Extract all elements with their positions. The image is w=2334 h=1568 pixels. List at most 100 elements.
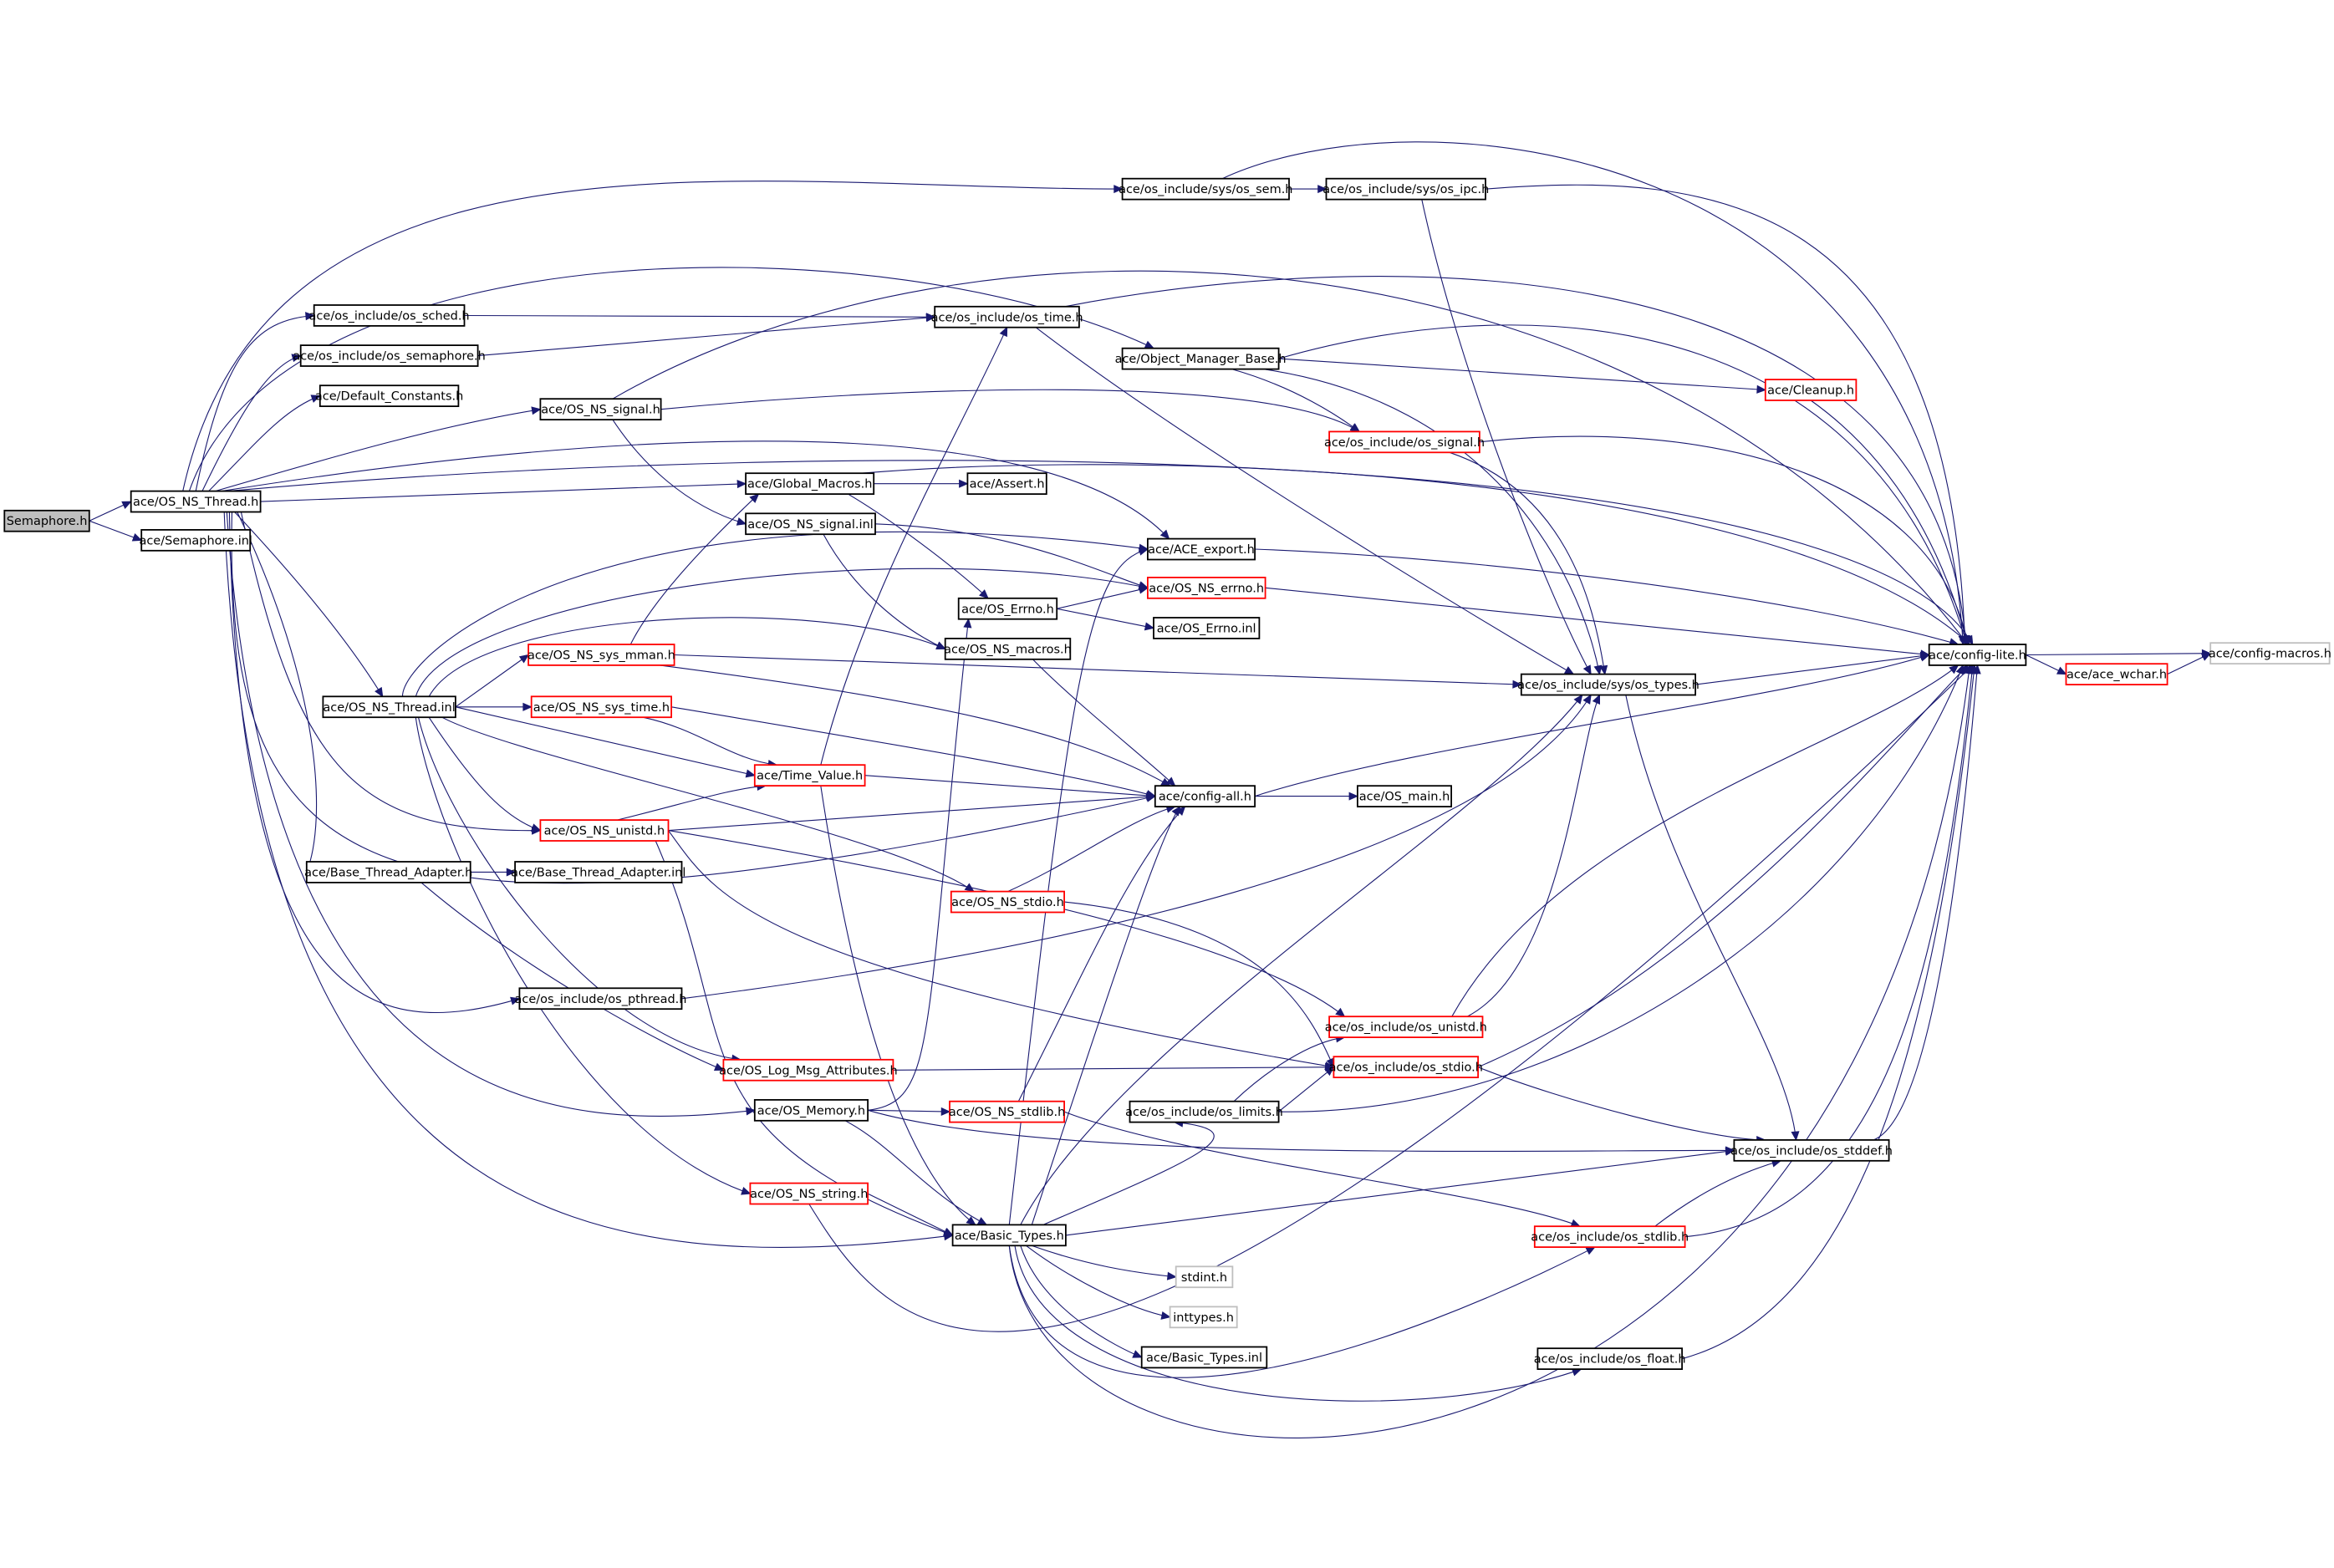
node-box[interactable] <box>514 861 683 883</box>
node-ace-wchar[interactable]: ace/ace_wchar.h <box>2065 663 2168 686</box>
node-os-unistd[interactable]: ace/os_include/os_unistd.h <box>1325 1016 1487 1038</box>
node-box[interactable] <box>1328 1016 1484 1038</box>
node-box[interactable] <box>1733 1139 1890 1162</box>
node-os-pthread[interactable]: ace/os_include/os_pthread.h <box>515 987 687 1011</box>
node-sys-os-ipc[interactable]: ace/os_include/sys/os_ipc.h <box>1322 177 1489 201</box>
node-box[interactable] <box>1175 1265 1234 1289</box>
node-global-macros[interactable]: ace/Global_Macros.h <box>745 472 875 496</box>
node-os-ns-macros[interactable]: ace/OS_NS_macros.h <box>944 638 1072 660</box>
node-box[interactable] <box>1520 673 1697 696</box>
node-os-errno-h[interactable]: ace/OS_Errno.h <box>957 597 1058 620</box>
node-cleanup[interactable]: ace/Cleanup.h <box>1764 379 1858 401</box>
node-os-sched[interactable]: ace/os_include/os_sched.h <box>309 304 470 327</box>
node-base-thread-adapter-h[interactable]: ace/Base_Thread_Adapter.h <box>304 861 472 883</box>
node-box[interactable] <box>753 764 866 787</box>
node-box[interactable] <box>957 597 1058 620</box>
node-sys-os-sem[interactable]: ace/os_include/sys/os_sem.h <box>1119 177 1293 201</box>
node-os-semaphore[interactable]: ace/os_include/os_semaphore.h <box>293 344 486 367</box>
node-box[interactable] <box>322 695 456 719</box>
node-sys-os-types[interactable]: ace/os_include/sys/os_types.h <box>1517 673 1700 696</box>
node-basic-types-h[interactable]: ace/Basic_Types.h <box>951 1224 1067 1247</box>
node-os-ns-thread-h[interactable]: ace/OS_NS_Thread.h <box>130 490 262 513</box>
node-box[interactable] <box>745 512 876 536</box>
node-os-signal[interactable]: ace/os_include/os_signal.h <box>1324 430 1485 454</box>
node-os-time[interactable]: ace/os_include/os_time.h <box>931 305 1083 328</box>
node-os-ns-errno[interactable]: ace/OS_NS_errno.h <box>1147 577 1266 599</box>
node-box[interactable] <box>1147 537 1256 561</box>
node-box[interactable] <box>934 305 1080 328</box>
node-box[interactable] <box>753 1099 869 1122</box>
node-box[interactable] <box>1153 617 1261 639</box>
node-box[interactable] <box>2065 663 2168 686</box>
node-box[interactable] <box>1928 644 2027 666</box>
node-box[interactable] <box>949 1100 1066 1123</box>
node-box[interactable] <box>539 819 670 842</box>
node-box[interactable] <box>950 890 1066 914</box>
node-box[interactable] <box>1147 577 1266 599</box>
node-box[interactable] <box>539 398 662 421</box>
node-stdint[interactable]: stdint.h <box>1175 1265 1234 1289</box>
node-box[interactable] <box>299 344 479 367</box>
node-box[interactable] <box>1333 1056 1480 1078</box>
node-box[interactable] <box>944 638 1072 660</box>
node-box[interactable] <box>1140 1346 1268 1369</box>
node-box[interactable] <box>1536 1347 1684 1370</box>
node-box[interactable] <box>1121 347 1280 370</box>
node-box[interactable] <box>1328 430 1480 454</box>
node-box[interactable] <box>140 529 252 552</box>
node-os-limits[interactable]: ace/os_include/os_limits.h <box>1125 1100 1283 1123</box>
node-os-stdlib[interactable]: ace/os_include/os_stdlib.h <box>1531 1225 1689 1248</box>
node-os-ns-string[interactable]: ace/OS_NS_string.h <box>749 1182 869 1205</box>
node-box[interactable] <box>2209 642 2331 665</box>
node-box[interactable] <box>518 987 683 1011</box>
node-box[interactable] <box>951 1224 1067 1247</box>
node-os-stdio[interactable]: ace/os_include/os_stdio.h <box>1329 1056 1483 1078</box>
node-os-ns-sys-time[interactable]: ace/OS_NS_sys_time.h <box>530 695 673 719</box>
node-box[interactable] <box>1154 785 1256 808</box>
node-default-constants[interactable]: ace/Default_Constants.h <box>315 384 463 408</box>
node-config-all[interactable]: ace/config-all.h <box>1154 785 1256 808</box>
node-semaphore-h[interactable]: Semaphore.h <box>3 509 90 532</box>
node-os-ns-sys-mman[interactable]: ace/OS_NS_sys_mman.h <box>527 644 675 666</box>
node-box[interactable] <box>1533 1225 1686 1248</box>
node-box[interactable] <box>722 1058 894 1082</box>
node-box[interactable] <box>130 490 262 513</box>
node-os-ns-signal-inl[interactable]: ace/OS_NS_signal.inl <box>745 512 876 536</box>
node-ace-export[interactable]: ace/ACE_export.h <box>1147 537 1256 561</box>
node-box[interactable] <box>319 384 460 408</box>
node-box[interactable] <box>1325 177 1486 201</box>
node-os-ns-signal-h[interactable]: ace/OS_NS_signal.h <box>539 398 662 421</box>
node-config-lite[interactable]: ace/config-lite.h <box>1928 644 2027 666</box>
node-box[interactable] <box>745 472 875 496</box>
node-os-ns-thread-inl[interactable]: ace/OS_NS_Thread.inl <box>322 695 456 719</box>
node-box[interactable] <box>966 472 1047 496</box>
node-os-float[interactable]: ace/os_include/os_float.h <box>1534 1347 1686 1370</box>
node-inttypes[interactable]: inttypes.h <box>1169 1306 1238 1329</box>
node-box[interactable] <box>527 644 675 666</box>
node-os-log-msg-attr[interactable]: ace/OS_Log_Msg_Attributes.h <box>719 1058 898 1082</box>
node-os-main[interactable]: ace/OS_main.h <box>1357 785 1453 808</box>
node-box[interactable] <box>305 861 471 883</box>
node-config-macros[interactable]: ace/config-macros.h <box>2209 642 2331 665</box>
node-box[interactable] <box>749 1182 869 1205</box>
node-os-memory[interactable]: ace/OS_Memory.h <box>753 1099 869 1122</box>
node-time-value[interactable]: ace/Time_Value.h <box>753 764 866 787</box>
node-os-errno-inl[interactable]: ace/OS_Errno.inl <box>1153 617 1261 639</box>
node-semaphore-inl[interactable]: ace/Semaphore.inl <box>139 529 252 552</box>
node-os-ns-stdio[interactable]: ace/OS_NS_stdio.h <box>950 890 1066 914</box>
node-box[interactable] <box>1357 785 1453 808</box>
node-box[interactable] <box>1129 1100 1280 1123</box>
node-object-manager-base[interactable]: ace/Object_Manager_Base.h <box>1115 347 1287 370</box>
node-os-ns-stdlib[interactable]: ace/OS_NS_stdlib.h <box>949 1100 1066 1123</box>
node-assert[interactable]: ace/Assert.h <box>966 472 1047 496</box>
node-basic-types-inl[interactable]: ace/Basic_Types.inl <box>1140 1346 1268 1369</box>
node-os-ns-unistd[interactable]: ace/OS_NS_unistd.h <box>539 819 670 842</box>
node-box[interactable] <box>3 509 90 532</box>
node-base-thread-adapter-inl[interactable]: ace/Base_Thread_Adapter.inl <box>511 861 685 883</box>
node-os-stddef[interactable]: ace/os_include/os_stddef.h <box>1730 1139 1893 1162</box>
node-box[interactable] <box>530 695 673 719</box>
node-box[interactable] <box>313 304 466 327</box>
node-box[interactable] <box>1121 177 1290 201</box>
node-box[interactable] <box>1764 379 1858 401</box>
node-box[interactable] <box>1169 1306 1238 1329</box>
